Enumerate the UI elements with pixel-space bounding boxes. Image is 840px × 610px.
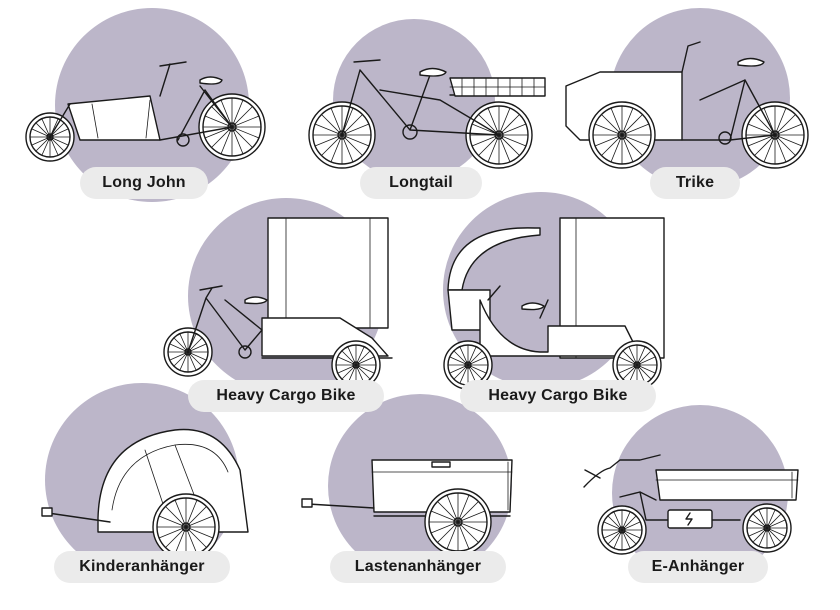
trike-label: Trike [650,167,740,199]
long-john-cargo-bike-icon [25,8,266,202]
e-trailer-icon [583,405,799,581]
kinderanhaenger-label: Kinderanhänger [54,551,230,583]
longtail-label: Longtail [360,167,482,199]
heavy-cargo-bike-box-icon [163,198,393,394]
cargo-trike-icon [565,8,809,188]
longtail-bike-icon [308,19,546,181]
e-anhaenger-label: E-Anhänger [628,551,768,583]
cargo-trailer-icon [301,394,513,578]
heavy-cargo-bike-label: Heavy Cargo Bike [188,380,384,412]
heavy-cargo-bike-canopy-icon [443,192,665,390]
child-trailer-icon [41,383,249,577]
long-john-label: Long John [80,167,208,199]
heavy-cargo-bike-label-2: Heavy Cargo Bike [460,380,656,412]
lastenanhaenger-label: Lastenanhänger [330,551,506,583]
